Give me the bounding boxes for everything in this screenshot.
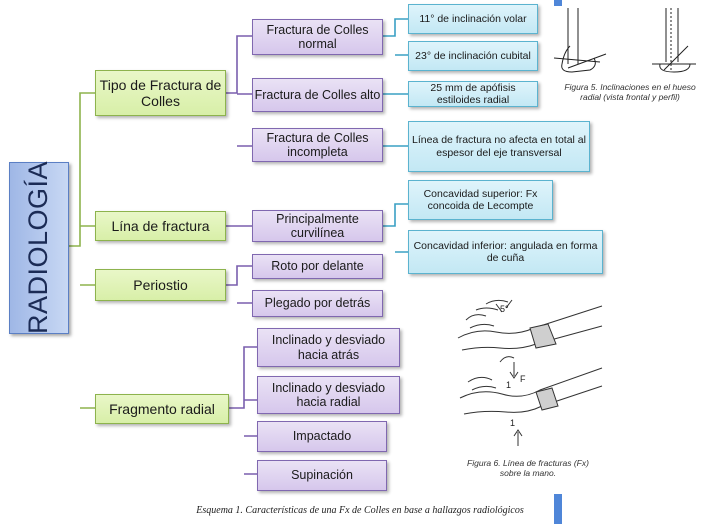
node-tipo-fractura-label: Tipo de Fractura de Colles xyxy=(99,76,222,109)
figure6-drawing: 5° F 1 1 xyxy=(457,299,603,446)
diagram-caption: Esquema 1. Características de una Fx de … xyxy=(196,505,524,516)
node-periostio-label: Periostio xyxy=(133,276,188,293)
node-inclinacion-volar: 11° de inclinación volar xyxy=(408,4,538,34)
edge-marker-top xyxy=(554,0,562,6)
node-roto-delante: Roto por delante xyxy=(252,254,383,279)
node-concavidad-superior: Concavidad superior: Fx concoida de Leco… xyxy=(408,180,553,220)
node-desviado-atras-label: Inclinado y desviado hacia atrás xyxy=(271,333,386,362)
node-curvilinea-label: Principalmente curvilínea xyxy=(276,211,359,240)
root-label: RADIOLOGÍA xyxy=(23,161,54,335)
figure6-label-1b: 1 xyxy=(510,418,515,428)
node-colles-alto: Fractura de Colles alto xyxy=(252,78,383,112)
node-linea-fractura-label: Lína de fractura xyxy=(111,217,210,234)
node-periostio: Periostio xyxy=(95,269,226,301)
node-apofisis-estiloides-label: 25 mm de apófisis estiloides radial xyxy=(430,81,516,106)
node-fragmento-radial-label: Fragmento radial xyxy=(109,400,215,417)
figure6-label-f: F xyxy=(520,374,526,384)
node-impactado: Impactado xyxy=(257,421,387,452)
node-fragmento-radial: Fragmento radial xyxy=(95,394,229,424)
node-linea-no-afecta-label: Línea de fractura no afecta en total al … xyxy=(412,134,586,159)
figure6-caption: Figura 6. Línea de fracturas (Fx) sobre … xyxy=(467,458,589,479)
figure5-caption: Figura 5. Inclinaciones en el hueso radi… xyxy=(564,82,696,103)
node-inclinacion-cubital: 23° de inclinación cubital xyxy=(408,41,538,71)
node-colles-incompleta: Fractura de Colles incompleta xyxy=(252,128,383,162)
figure6-label-1a: 1 xyxy=(506,380,511,390)
node-colles-alto-label: Fractura de Colles alto xyxy=(254,87,381,102)
node-linea-no-afecta: Línea de fractura no afecta en total al … xyxy=(408,121,590,172)
node-tipo-fractura: Tipo de Fractura de Colles xyxy=(95,70,226,116)
node-inclinacion-volar-label: 11° de inclinación volar xyxy=(419,12,527,25)
root-node: RADIOLOGÍA xyxy=(9,161,69,335)
node-impactado-label: Impactado xyxy=(292,429,352,444)
figure5-drawing xyxy=(553,8,696,73)
node-curvilinea: Principalmente curvilínea xyxy=(252,210,383,242)
node-desviado-atras: Inclinado y desviado hacia atrás xyxy=(257,328,400,367)
node-roto-delante-label: Roto por delante xyxy=(271,259,364,274)
node-colles-incompleta-label: Fractura de Colles incompleta xyxy=(266,130,369,159)
node-supinacion-label: Supinación xyxy=(291,468,353,483)
node-plegado-detras-label: Plegado por detrás xyxy=(264,296,371,311)
node-concavidad-inferior: Concavidad inferior: angulada en forma d… xyxy=(408,230,603,274)
node-colles-normal: Fractura de Colles normal xyxy=(252,19,383,55)
node-plegado-detras: Plegado por detrás xyxy=(252,290,383,317)
node-supinacion: Supinación xyxy=(257,460,387,491)
node-linea-fractura: Lína de fractura xyxy=(95,211,226,241)
node-concavidad-superior-label: Concavidad superior: Fx concoida de Leco… xyxy=(423,187,538,212)
figure6-label-angle: 5° xyxy=(500,304,509,314)
node-desviado-radial: Inclinado y desviado hacia radial xyxy=(257,376,400,414)
node-inclinacion-cubital-label: 23° de inclinación cubital xyxy=(415,49,531,62)
edge-marker-bottom xyxy=(554,494,562,524)
node-concavidad-inferior-label: Concavidad inferior: angulada en forma d… xyxy=(413,239,598,264)
node-apofisis-estiloides: 25 mm de apófisis estiloides radial xyxy=(408,81,538,107)
node-colles-normal-label: Fractura de Colles normal xyxy=(266,22,369,51)
node-desviado-radial-label: Inclinado y desviado hacia radial xyxy=(271,380,386,409)
